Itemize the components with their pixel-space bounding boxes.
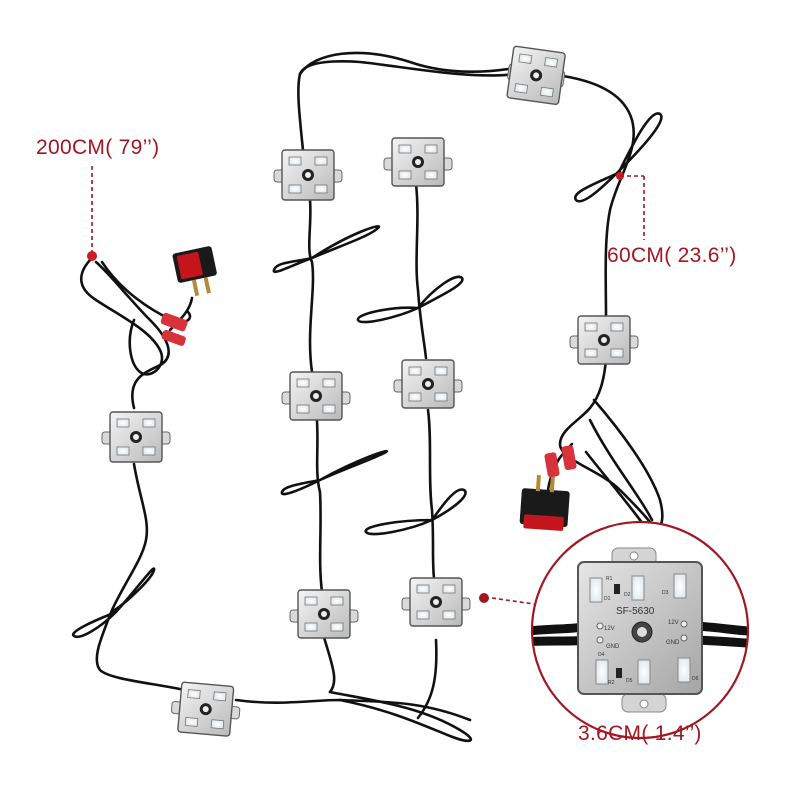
r2-text: R2 bbox=[608, 680, 615, 686]
d3-text: D3 bbox=[662, 590, 669, 596]
led-modules bbox=[101, 45, 639, 737]
module-size-label: 3.6CM( 1.4’’) bbox=[578, 722, 702, 745]
d5-text: D5 bbox=[626, 678, 633, 684]
rocker-switch-top bbox=[172, 246, 217, 297]
dimension-leaders bbox=[87, 166, 645, 605]
voltage-right-text: 12V bbox=[668, 620, 679, 626]
led-module-chain3-2 bbox=[393, 359, 463, 409]
led-module-right bbox=[569, 315, 639, 365]
ground-right-text: GND bbox=[666, 640, 680, 646]
r1-text: R1 bbox=[606, 576, 613, 582]
voltage-left-text: 12V bbox=[604, 626, 615, 632]
spacing-label: 60CM( 23.6’’) bbox=[607, 244, 737, 267]
led-module-top bbox=[506, 45, 566, 106]
led-module-chain3-1 bbox=[383, 137, 453, 187]
module-model-text: SF-5630 bbox=[616, 606, 655, 617]
terminal-top bbox=[160, 312, 188, 346]
led-module-chain3-3 bbox=[401, 577, 471, 627]
led-module-chain2-3 bbox=[289, 589, 359, 639]
d1-text: D1 bbox=[604, 596, 611, 602]
total-length-label: 200CM( 79’’) bbox=[36, 136, 160, 159]
terminal-bottom bbox=[544, 445, 577, 478]
wires bbox=[71, 51, 664, 743]
led-module-chain2-1 bbox=[273, 149, 343, 201]
led-module-chain2-2 bbox=[281, 371, 351, 421]
d2-text: D2 bbox=[624, 592, 631, 598]
rocker-switch-bottom bbox=[519, 475, 570, 531]
detail-magnifier: SF-5630 12V GND 12V GND R1 R2 D1 D2 D3 D… bbox=[530, 520, 750, 740]
led-module-bottom bbox=[170, 681, 241, 737]
d4-text: D4 bbox=[598, 652, 605, 658]
led-module-left bbox=[101, 411, 171, 463]
ground-left-text: GND bbox=[606, 644, 620, 650]
d6-text: D6 bbox=[692, 676, 699, 682]
